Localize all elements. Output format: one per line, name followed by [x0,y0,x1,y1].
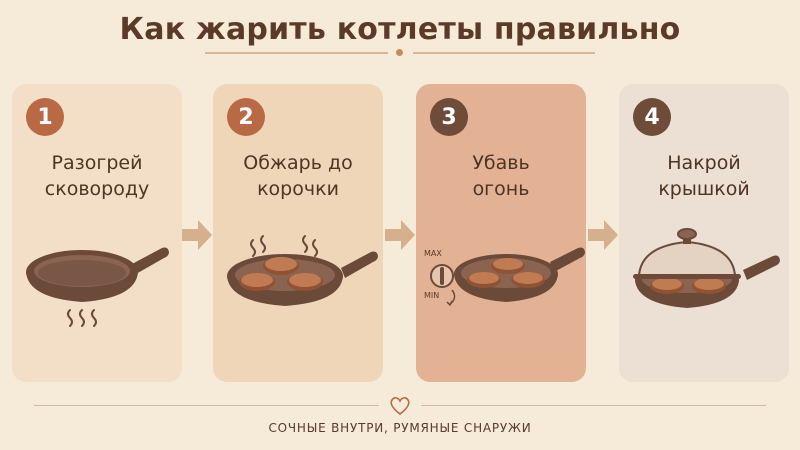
lid-icon [633,228,741,279]
knob-icon [430,264,456,307]
arrow-right-icon [182,220,212,250]
step-label-line: сковороду [44,178,150,200]
title-divider-left [205,52,388,54]
step-label: Накрой крышкой [619,150,789,202]
arrow-right-icon [588,220,618,250]
knob-min-label: MIN [424,291,439,300]
step-number-badge: 4 [633,98,671,136]
heat-waves-icon [67,309,97,327]
pan-with-knob-icon: MAX MIN [424,247,585,307]
step-label-line: крышкой [658,178,750,200]
step-card-2: 2 Обжарь до корочки [213,84,383,382]
step-label: Разогрей сковороду [12,150,182,202]
step-label-line: Разогрей [51,152,143,174]
step-label-line: Обжарь до [243,152,353,174]
step-card-3: 3 Убавь огонь MAX MIN [416,84,586,382]
step-label-line: корочки [257,178,339,200]
covered-pan-icon [633,228,780,308]
step-label: Обжарь до корочки [213,150,383,202]
step-label-line: огонь [472,178,530,200]
page-title: Как жарить котлеты правильно [119,12,681,47]
knob-max-label: MAX [424,249,442,258]
step-label: Убавь огонь [416,150,586,202]
frying-pan-icon [227,235,378,306]
title-divider-dot [396,49,403,56]
footer-tagline: СОЧНЫЕ ВНУТРИ, РУМЯНЫЕ СНАРУЖИ [268,421,532,435]
empty-pan-icon [26,247,169,327]
patty-icon [239,257,323,291]
patty-icon [650,278,726,294]
step-card-1: 1 Разогрей сковороду [12,84,182,382]
step-label-line: Накрой [667,152,741,174]
steam-icon [250,235,318,257]
patty-icon [467,258,545,288]
heart-icon [390,397,410,416]
arrow-right-icon [385,220,415,250]
step-card-4: 4 Накрой крышкой [619,84,789,382]
step-number-badge: 2 [227,98,265,136]
step-number-badge: 1 [26,98,64,136]
title-divider-right [413,52,595,54]
footer-divider-left [34,405,379,406]
step-number-badge: 3 [430,98,468,136]
footer-divider-right [421,405,766,406]
step-label-line: Убавь [472,152,530,174]
